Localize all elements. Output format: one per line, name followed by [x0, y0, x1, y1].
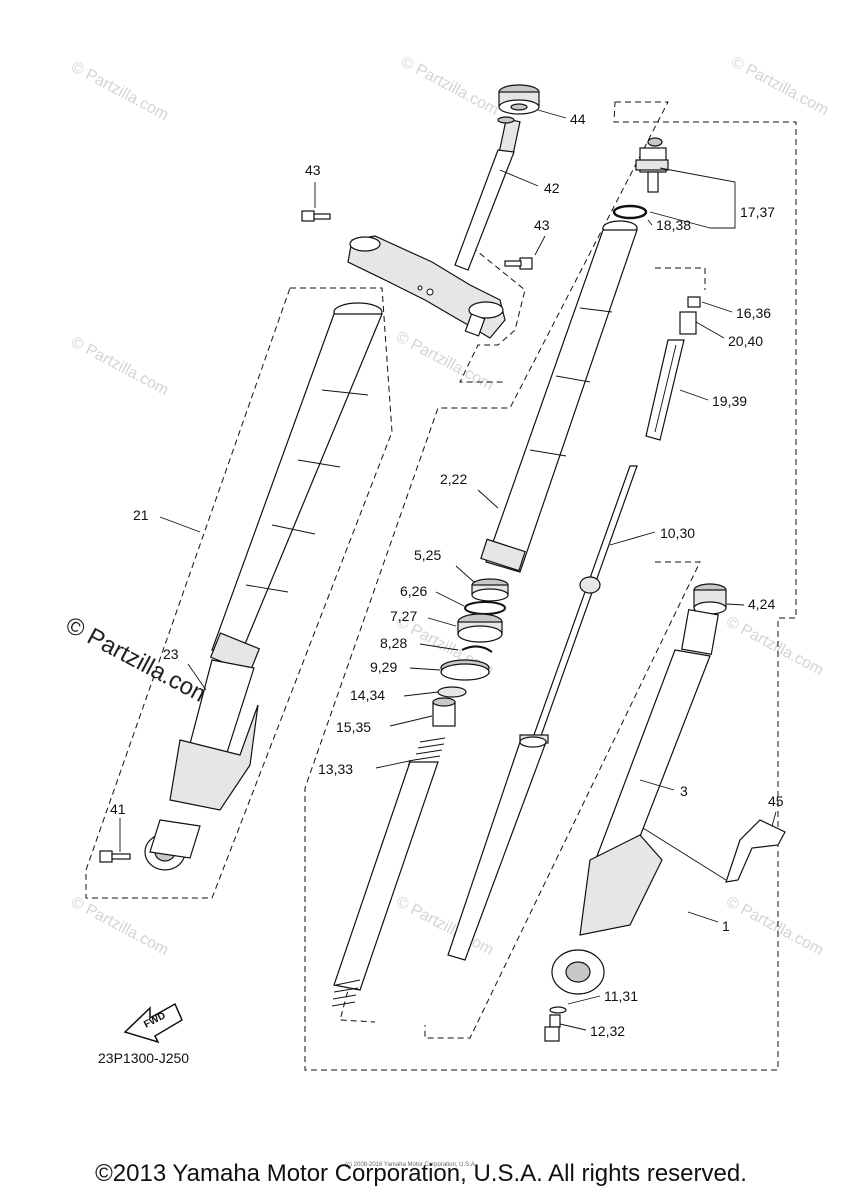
callout-1: 1 [722, 918, 730, 934]
tiny-copyright-note: (c) 2008-2016 Yamaha Motor Corporation, … [345, 1162, 477, 1168]
watermark: © Partzilla.com [68, 334, 171, 400]
callout-18-38: 18,38 [656, 217, 691, 233]
watermark-large: © Partzilla.com [61, 611, 216, 711]
diagram-code: 23P1300-J250 [98, 1050, 189, 1066]
callout-42: 42 [544, 180, 560, 196]
callout-14-34: 14,34 [350, 687, 385, 703]
bracket-45 [725, 819, 786, 883]
callout-3: 3 [680, 783, 688, 799]
bolt-41 [99, 850, 131, 863]
inner-tube-group-outline [304, 101, 797, 1071]
washer-9-29 [440, 659, 490, 681]
spring-group-outline [339, 759, 411, 1023]
callout-21: 21 [133, 507, 149, 523]
outer-fork-group-outline [85, 287, 393, 899]
leader-lines [119, 109, 777, 1031]
callout-43-a: 43 [305, 162, 321, 178]
callout-8-28: 8,28 [380, 635, 407, 651]
callout-41: 41 [110, 801, 126, 817]
spring-13-33 [331, 737, 446, 1007]
callout-4-24: 4,24 [748, 596, 775, 612]
o-ring-18-38 [612, 204, 648, 220]
cartridge-group-outline [655, 267, 706, 290]
callout-45: 45 [768, 793, 784, 809]
watermark: © Partzilla.com [723, 894, 826, 960]
callout-17-37: 17,37 [740, 204, 775, 220]
callout-2-22: 2,22 [440, 471, 467, 487]
callout-23: 23 [163, 646, 179, 662]
watermark: © Partzilla.com [68, 59, 171, 125]
outer-fork-21 [144, 302, 383, 871]
watermark: © Partzilla.com [398, 54, 501, 120]
steering-bearing-44 [498, 84, 540, 115]
callout-20-40: 20,40 [728, 333, 763, 349]
bolt-43-b [504, 257, 533, 270]
callout-16-36: 16,36 [736, 305, 771, 321]
forward-arrow-icon: FWD [123, 1002, 183, 1044]
group-outlines [85, 101, 797, 1071]
callout-19-39: 19,39 [712, 393, 747, 409]
inner-tube-2-22 [480, 220, 638, 573]
callout-9-29: 9,29 [370, 659, 397, 675]
callout-labels: 44 42 43 43 17,37 18,38 16,36 20,40 19,3… [98, 111, 784, 1066]
clip-8-28 [461, 645, 493, 653]
lower-bracket-group-outline [459, 246, 526, 383]
bushing-14-34 [437, 686, 467, 698]
callout-13-33: 13,33 [318, 761, 353, 777]
callout-15-35: 15,35 [336, 719, 371, 735]
lower-bracket [347, 235, 506, 339]
outer-tube-group-outline [424, 561, 701, 1039]
callout-43-b: 43 [534, 217, 550, 233]
collar-20-40 [679, 311, 697, 335]
callout-6-26: 6,26 [400, 583, 427, 599]
cap-bolt-17-37 [635, 137, 669, 193]
steering-stem-42 [454, 116, 521, 271]
callout-10-30: 10,30 [660, 525, 695, 541]
copyright-notice: ©2013 Yamaha Motor Corporation, U.S.A. A… [95, 1160, 747, 1187]
watermark: © Partzilla.com [728, 54, 831, 120]
bushing-4-24 [693, 583, 727, 615]
seat-15-35 [432, 697, 456, 727]
watermark: © Partzilla.com [393, 329, 496, 395]
washer-11-31 [549, 1006, 567, 1014]
bolt-12-32 [544, 1014, 561, 1042]
callout-11-31: 11,31 [604, 988, 638, 1004]
nut-16-36 [687, 296, 701, 308]
cartridge-tube [447, 736, 547, 961]
callout-44: 44 [570, 111, 586, 127]
callout-12-32: 12,32 [590, 1023, 625, 1039]
callout-5-25: 5,25 [414, 547, 441, 563]
bolt-43-a [301, 210, 331, 222]
watermark: © Partzilla.com [68, 894, 171, 960]
outer-tube-3 [551, 583, 727, 995]
watermark: © Partzilla.com [723, 614, 826, 680]
stopper-ring-6-26 [464, 601, 506, 615]
oil-seal-7-27 [457, 613, 503, 643]
callout-7-27: 7,27 [390, 608, 417, 624]
pushrod-19-39 [645, 339, 685, 441]
dust-seal-5-25 [471, 578, 509, 602]
